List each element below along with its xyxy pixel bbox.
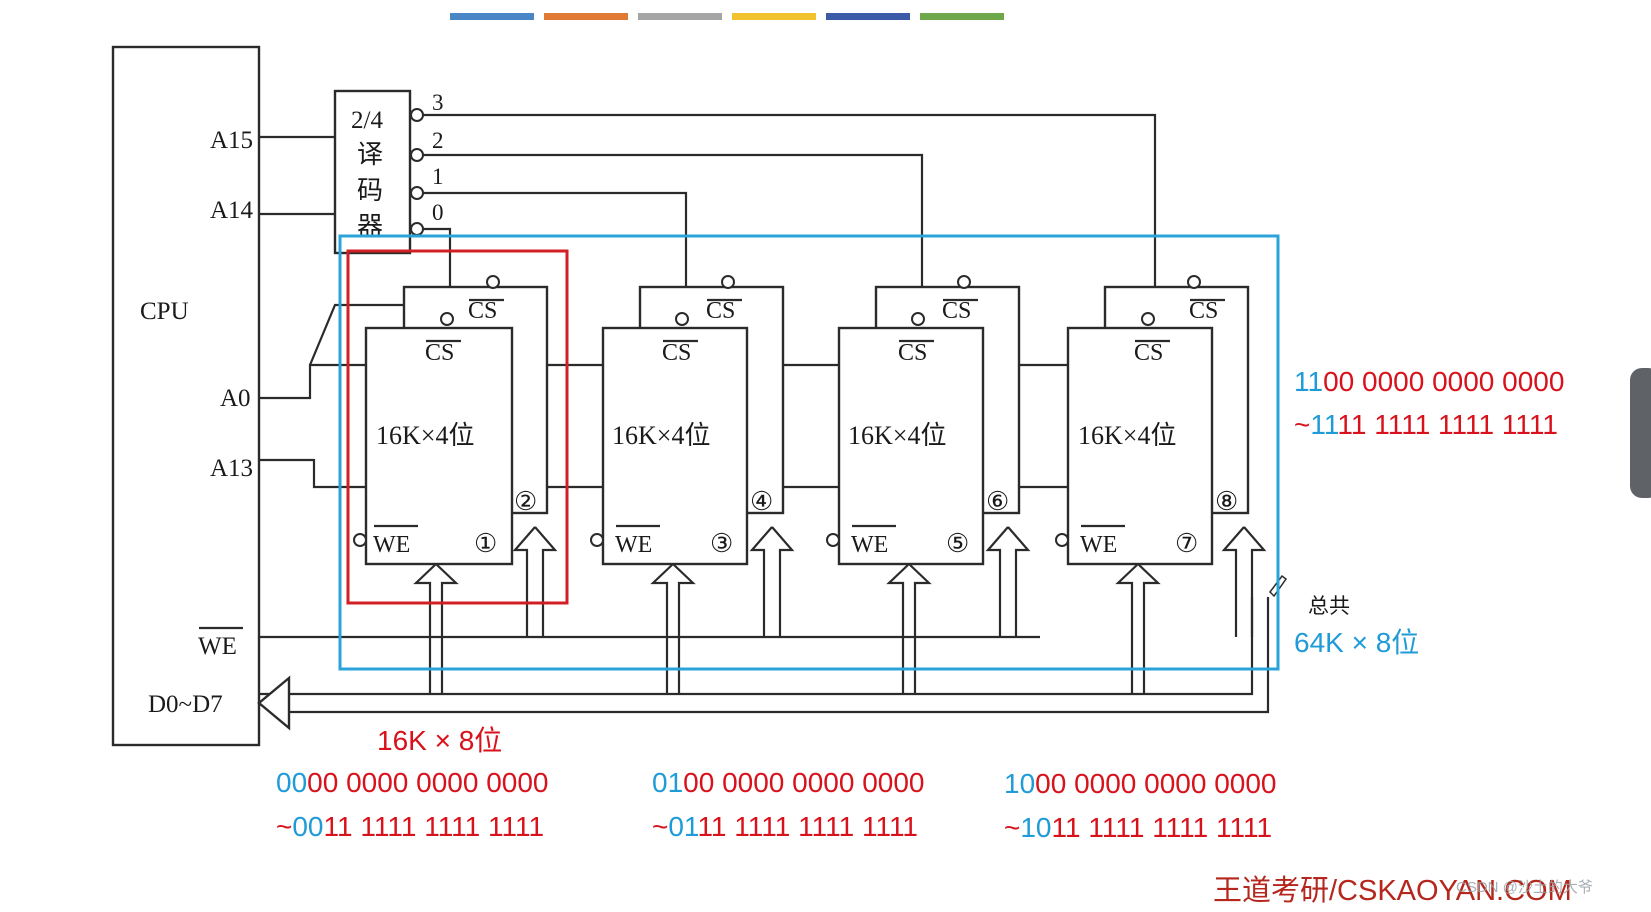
chip-cs: CS	[898, 340, 927, 366]
decoder-output-label: 3	[432, 90, 444, 115]
total-highlight-box	[338, 234, 1280, 671]
color-bar-segment	[732, 13, 816, 20]
we-bubble	[826, 533, 840, 547]
cs-bubble	[1141, 312, 1155, 326]
decoder-output-label: 1	[432, 164, 444, 189]
annotations: 16K × 8位 总共 64K × 8位 0000 0000 0000 0000…	[276, 366, 1564, 843]
group-label: 16K × 8位	[377, 725, 502, 756]
chip-data-arrow	[512, 526, 558, 637]
chip-front	[601, 326, 749, 566]
cs-bubble	[486, 275, 500, 289]
decoder-out-bubble	[410, 222, 424, 236]
decoder-line: 2/4	[351, 107, 383, 134]
chip-cs: CS	[1134, 340, 1163, 366]
color-bar	[450, 13, 1004, 20]
address-range-end: ~0111 1111 1111 1111	[652, 811, 918, 842]
color-bar-segment	[544, 13, 628, 20]
chip-we: WE	[615, 532, 652, 558]
chip-cs-ext: CS	[1189, 298, 1218, 324]
pin-we: WE	[198, 633, 237, 660]
cs-bubble	[440, 312, 454, 326]
address-range-start: 0000 0000 0000 0000	[276, 767, 549, 798]
we-bubble	[590, 533, 604, 547]
chip-title: 16K×4位	[612, 421, 710, 450]
footer-watermark: 王道考研/CSKAOYAN.COM	[1213, 874, 1572, 907]
chip-we: WE	[373, 532, 410, 558]
cs-bubble	[957, 275, 971, 289]
chip-pair: CS CS 16K×4位 WE ① ②	[353, 275, 558, 694]
cs-bubble	[721, 275, 735, 289]
chip-front	[364, 326, 514, 566]
cpu-block: CPU A15 A14 A0 A13 WE D0~D7	[111, 45, 261, 747]
chip-id: ⑤	[946, 529, 969, 558]
chip-cs-ext: CS	[468, 298, 497, 324]
chip-pair: CS CS 16K×4位 WE ⑤ ⑥	[826, 275, 1031, 694]
we-bubble	[353, 533, 367, 547]
side-tab	[1630, 368, 1651, 498]
we-bubble	[1055, 533, 1069, 547]
chip-pair: CS CS 16K×4位 WE ⑦ ⑧	[1055, 275, 1267, 694]
pin-a0: A0	[220, 385, 251, 412]
chip-cs: CS	[662, 340, 691, 366]
decoder-out-bubble	[410, 148, 424, 162]
decoder-output-label: 0	[432, 200, 444, 225]
chip-front	[1066, 326, 1214, 566]
chip-we: WE	[1080, 532, 1117, 558]
decoder-output-label: 2	[432, 128, 444, 153]
chip-data-arrow	[650, 563, 696, 694]
decoder-out-bubble	[410, 108, 424, 122]
cs-bubble	[911, 312, 925, 326]
chip-title: 16K×4位	[848, 421, 946, 450]
decoder-out-bubble	[410, 186, 424, 200]
color-bar-segment	[826, 13, 910, 20]
address-range-start: 1100 0000 0000 0000	[1294, 366, 1564, 397]
data-bus-arrow	[257, 675, 291, 731]
total-value: 64K × 8位	[1294, 627, 1419, 658]
color-bar-segment	[920, 13, 1004, 20]
chip-data-arrow	[886, 563, 932, 694]
chip-id: ③	[710, 529, 733, 558]
pin-a14: A14	[210, 197, 254, 224]
cs-bubble	[675, 312, 689, 326]
pin-data: D0~D7	[148, 691, 223, 718]
chip-cs-ext: CS	[706, 298, 735, 324]
decoder-line: 码	[357, 176, 383, 205]
footer-credit: CSDN @沙土的大爷	[1456, 879, 1593, 896]
chip-id: ⑦	[1175, 529, 1198, 558]
chip-id: ①	[474, 529, 497, 558]
chip-data-arrow	[749, 526, 795, 637]
chip-id: ⑥	[986, 487, 1009, 516]
address-range-start: 0100 0000 0000 0000	[652, 767, 925, 798]
color-bar-segment	[450, 13, 534, 20]
chip-cs: CS	[425, 340, 454, 366]
decoder: 2/4 译 码 器 3 2 1 0	[333, 89, 444, 255]
color-bar-segment	[638, 13, 722, 20]
chip-front	[837, 326, 985, 566]
chip-id: ⑧	[1215, 487, 1238, 516]
address-range-start: 1000 0000 0000 0000	[1004, 768, 1277, 799]
address-range-end: ~0011 1111 1111 1111	[276, 811, 544, 842]
chip-pair: CS CS 16K×4位 WE ③ ④	[590, 275, 795, 694]
cpu-label: CPU	[140, 298, 189, 325]
chip-title: 16K×4位	[376, 421, 474, 450]
chip-id: ②	[514, 487, 537, 516]
pin-a15: A15	[210, 127, 253, 154]
address-range-end: ~1111 1111 1111 1111	[1294, 409, 1558, 440]
chip-id: ④	[750, 487, 773, 516]
chip-cs-ext: CS	[942, 298, 971, 324]
decoder-line: 译	[357, 140, 383, 169]
chip-data-arrow	[985, 526, 1031, 637]
pin-a13: A13	[210, 455, 253, 482]
group-highlight-box	[346, 249, 569, 605]
chip-data-arrow	[1115, 563, 1161, 694]
cs-bubble	[1187, 275, 1201, 289]
chip-data-arrow	[1221, 526, 1267, 637]
chip-we: WE	[851, 532, 888, 558]
chip-data-arrow	[413, 563, 459, 694]
chip-title: 16K×4位	[1078, 421, 1176, 450]
address-range-end: ~1011 1111 1111 1111	[1004, 812, 1272, 843]
total-label: 总共	[1308, 595, 1350, 618]
